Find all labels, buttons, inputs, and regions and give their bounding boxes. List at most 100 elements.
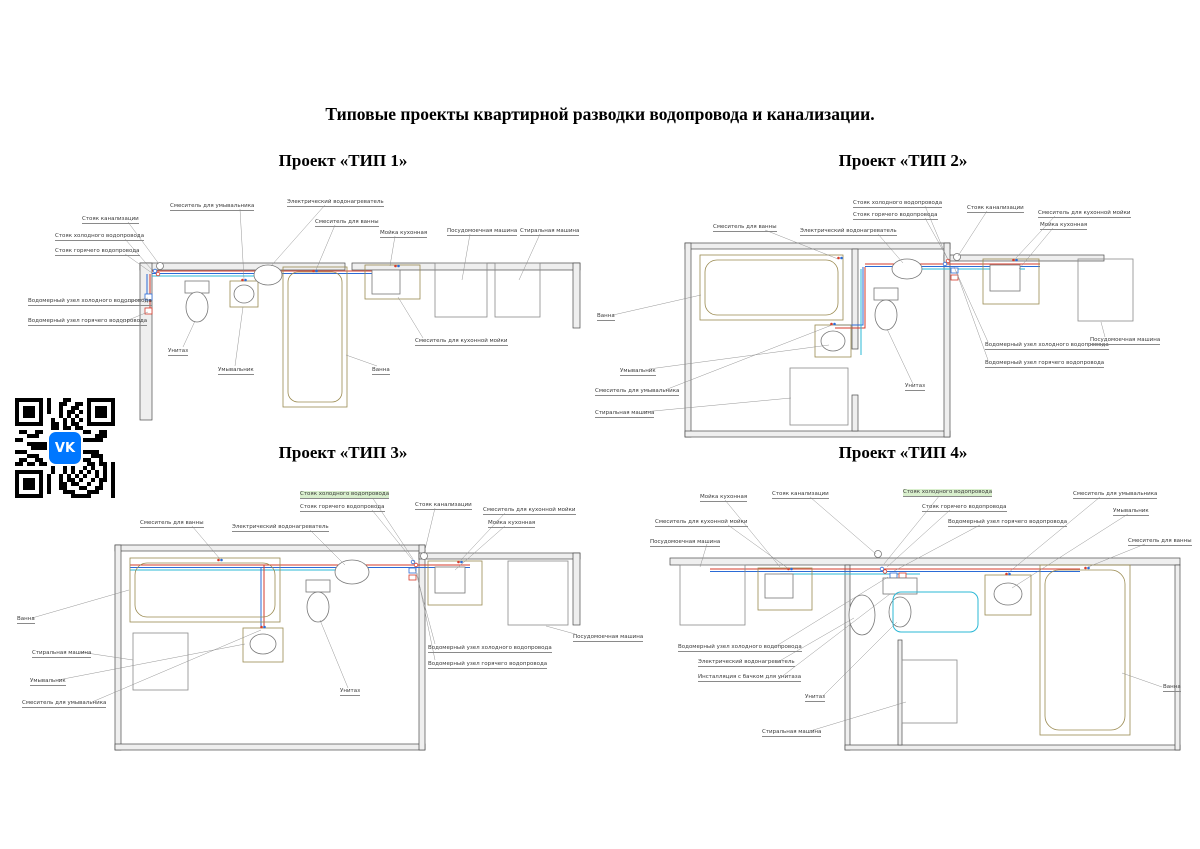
annotation: Водомерный узел холодного водопровода	[28, 298, 152, 306]
annotation: Электрический водонагреватель	[287, 199, 384, 207]
annotation: Смеситель для кухонной мойки	[655, 519, 748, 527]
mixer-icon	[312, 269, 315, 273]
annotation: Смеситель для кухонной мойки	[415, 338, 508, 346]
annotation: Смеситель для умывальника	[1073, 491, 1158, 499]
plan-drawing-tip-2	[612, 205, 1134, 438]
kitchen-sink	[364, 264, 421, 300]
annotation: Электрический водонагреватель	[232, 524, 329, 532]
annotation: Стояк канализации	[415, 502, 472, 510]
dishwasher	[1077, 258, 1134, 322]
annotation: Стояк горячего водопровода	[922, 504, 1007, 512]
dishwasher	[679, 564, 746, 626]
annotation: Смеситель для умывальника	[595, 388, 680, 396]
diagram-tip-1: Смеситель для умывальника Электрический …	[25, 195, 600, 430]
washing-machine	[132, 632, 189, 691]
annotation: Смеситель для кухонной мойки	[483, 507, 576, 515]
annotation: Умывальник	[620, 368, 656, 376]
annotation: Стиральная машина	[520, 228, 580, 236]
page-title: Типовые проекты квартирной разводки водо…	[325, 104, 875, 124]
leader-lines	[612, 205, 1106, 413]
vk-logo: VK	[49, 432, 81, 464]
qr-dots	[15, 398, 115, 498]
annotation: Смеситель для ванны	[140, 520, 204, 528]
washing-machine	[494, 262, 541, 318]
diagram-tip-4: Мойка кухонная Стояк канализации Стояк х…	[650, 480, 1192, 765]
bath	[282, 266, 348, 408]
toilet-zone	[892, 591, 979, 633]
annotation: Мойка кухонная	[380, 230, 428, 238]
toilet	[184, 280, 210, 323]
plan-drawing-tip-1	[120, 204, 581, 421]
water-heater	[891, 258, 923, 280]
annotation: Водомерный узел холодного водопровода	[985, 342, 1109, 350]
water-heater	[253, 264, 283, 286]
annotation: Стиральная машина	[762, 729, 822, 737]
kitchen-sink	[427, 560, 483, 606]
annotation: Стояк горячего водопровода	[853, 212, 938, 220]
mixer-icon	[457, 560, 460, 564]
annotation: Мойка кухонная	[1040, 222, 1088, 230]
sewer-riser	[156, 262, 164, 270]
annotation: Унитаз	[905, 383, 926, 391]
bath	[699, 254, 844, 321]
washing-machine	[901, 659, 958, 724]
annotation: Мойка кухонная	[700, 494, 748, 502]
diagram-tip-2: Смеситель для ванны Электрический водона…	[595, 195, 1180, 445]
toilet	[873, 287, 899, 331]
mixer-icon	[241, 278, 244, 282]
annotation: Стояк горячего водопровода	[300, 504, 385, 512]
annotation: Ванна	[1163, 684, 1181, 692]
annotation: Посудомоечная машина	[650, 539, 721, 547]
toilet-installation	[882, 577, 979, 633]
dishwasher	[434, 262, 488, 318]
annotation: Водомерный узел горячего водопровода	[28, 318, 148, 326]
annotation: Ванна	[597, 313, 615, 321]
hot-riser	[155, 271, 161, 277]
sewer-riser	[874, 550, 882, 558]
annotation: Смеситель для ванны	[1128, 538, 1192, 546]
annotation: Электрический водонагреватель	[698, 659, 795, 667]
pipes	[130, 552, 470, 628]
annotation: Стиральная машина	[32, 650, 92, 658]
mixer-icon	[260, 625, 263, 629]
water-heater	[334, 559, 370, 585]
cold-riser	[879, 566, 885, 572]
sewer-riser	[953, 253, 961, 261]
sewer-riser	[420, 552, 428, 560]
plan-drawing-tip-4	[669, 494, 1181, 751]
washbasin	[814, 322, 852, 358]
washbasin	[984, 572, 1032, 616]
leader-lines	[699, 494, 1163, 732]
annotation: Водомерный узел горячего водопровода	[948, 519, 1068, 527]
project-4-title: Проект «ТИП 4»	[838, 443, 968, 462]
plan-drawing-tip-3	[31, 496, 581, 751]
cold-water-meter	[950, 267, 959, 274]
annotation: Смеситель для ванны	[315, 219, 379, 227]
annotation: Умывальник	[218, 367, 254, 375]
hot-riser	[945, 258, 951, 264]
mixer-icon	[1084, 566, 1087, 570]
project-1-title: Проект «ТИП 1»	[278, 151, 408, 170]
qr-finder-patterns	[15, 398, 115, 498]
hot-riser	[413, 562, 419, 568]
annotation: Водомерный узел холодного водопровода	[428, 645, 552, 653]
annotation: Водомерный узел горячего водопровода	[985, 360, 1105, 368]
washing-machine	[789, 367, 849, 426]
walls	[669, 557, 1181, 751]
hot-water-meter	[898, 572, 907, 579]
toilet	[305, 579, 331, 623]
annotation: Стояк канализации	[967, 205, 1024, 213]
annotation: Смеситель для ванны	[713, 224, 777, 232]
water-heater	[848, 594, 876, 636]
annotation: Стояк канализации	[82, 216, 139, 224]
kitchen-sink	[982, 258, 1040, 305]
mixer-icon	[837, 256, 840, 260]
annotation: Инсталляция с бачком для унитаза	[698, 674, 802, 682]
walls	[139, 262, 581, 421]
mixer-icon	[1012, 258, 1015, 262]
annotation: Унитаз	[168, 348, 189, 356]
leader-lines	[120, 204, 541, 367]
cold-water-meter	[408, 567, 417, 574]
mixer-icon	[394, 264, 397, 268]
annotation: Посудомоечная машина	[1090, 337, 1161, 345]
